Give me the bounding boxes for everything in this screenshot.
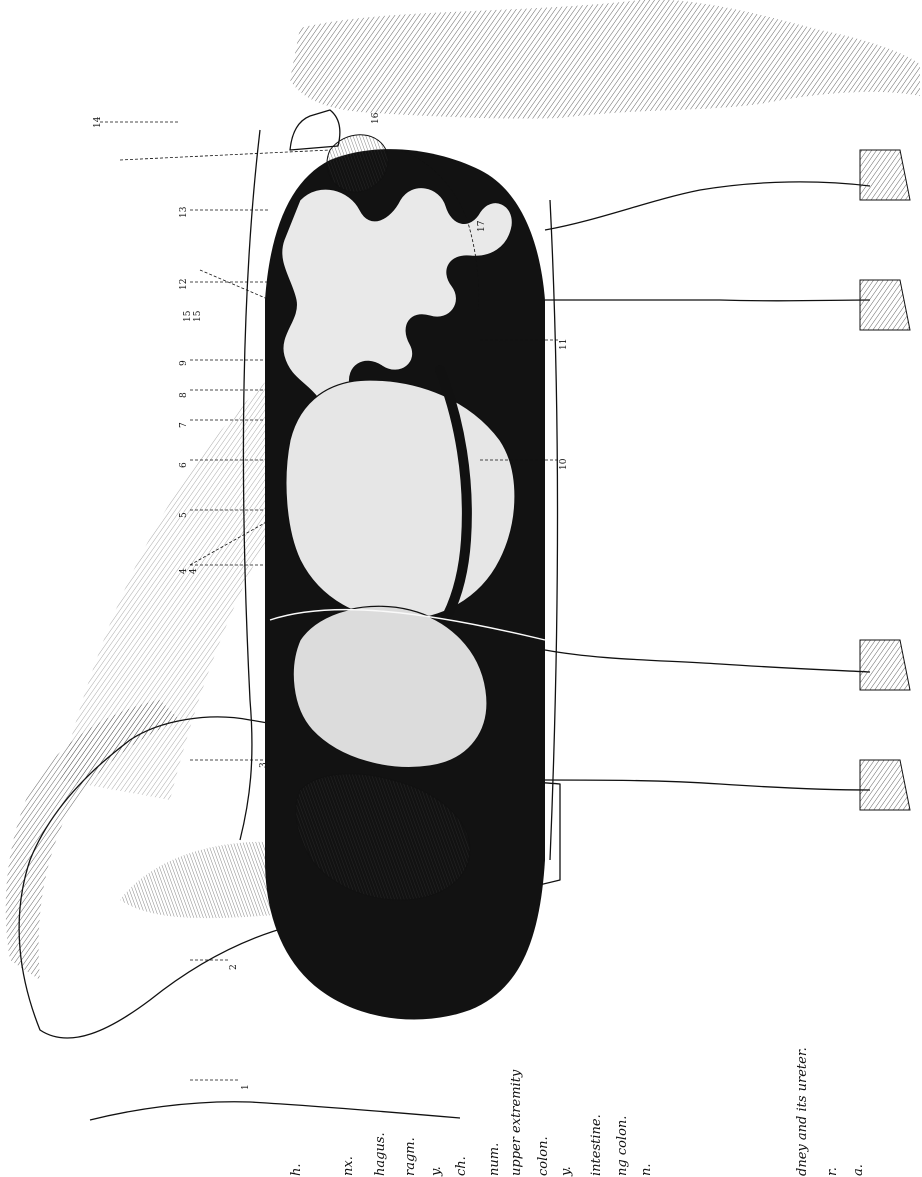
legend-entry: y. <box>559 1166 574 1177</box>
legend-entry: intestine. <box>589 1114 604 1176</box>
legend-entry: ragm. <box>403 1137 418 1176</box>
legend-entry: hagus. <box>373 1132 388 1176</box>
legend-entry: n. <box>639 1163 654 1176</box>
legend-entry: ch. <box>454 1156 469 1176</box>
legend-entry: y. <box>429 1166 444 1177</box>
legend-entry: nx. <box>341 1156 356 1176</box>
legend-entry: num. <box>487 1143 502 1176</box>
legend-entry: r. <box>825 1167 840 1176</box>
legend-entry: dney and its ureter. <box>795 1047 810 1176</box>
legend-entry: a. <box>851 1164 866 1176</box>
legend-entry: h. <box>289 1163 304 1176</box>
legend-entry: upper extremity <box>509 1069 524 1176</box>
legend-entry: ng colon. <box>615 1116 630 1176</box>
legend-entry: colon. <box>536 1136 551 1176</box>
